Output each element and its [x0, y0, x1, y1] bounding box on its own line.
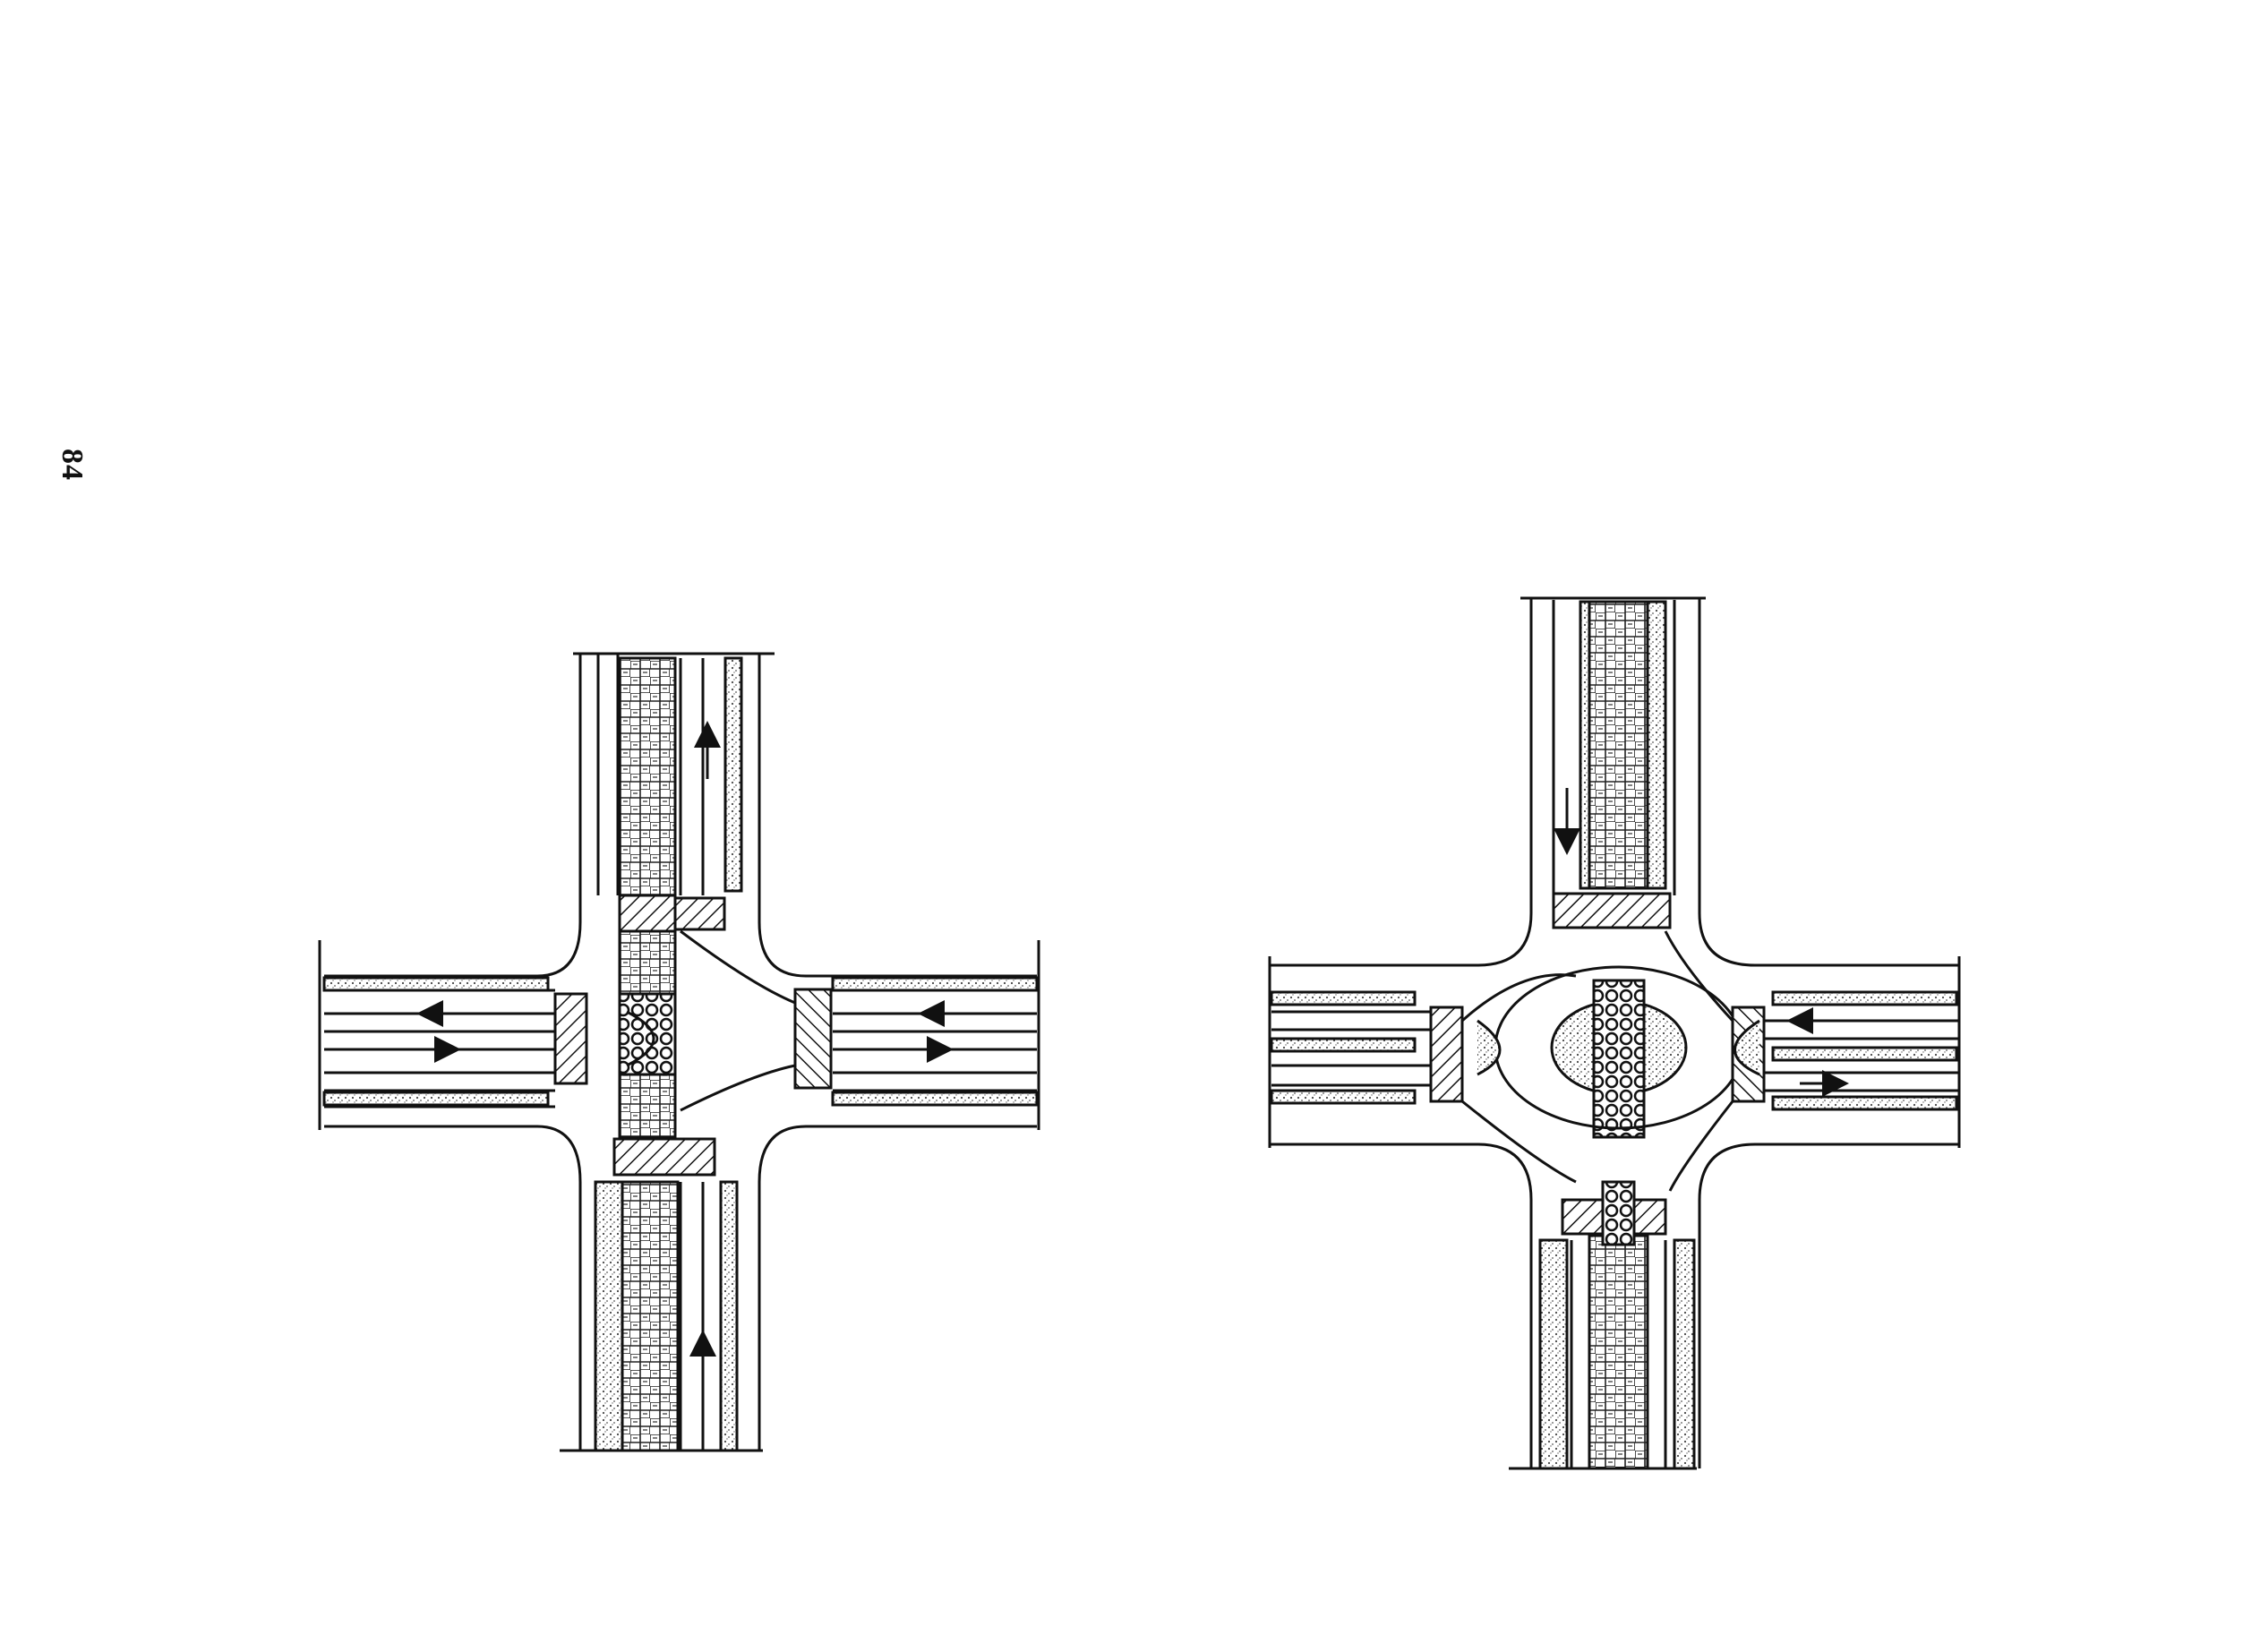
- road-edge-se: [758, 1125, 1037, 1451]
- road-edge-nw: [324, 654, 582, 978]
- road-edge-sw: [1270, 1143, 1533, 1468]
- road-edge-nw: [1270, 598, 1533, 967]
- intersection-b: [1268, 596, 1961, 1470]
- road-edge-ne: [758, 654, 1037, 978]
- intersection-a: [318, 652, 1040, 1452]
- road-edge-sw: [324, 1125, 582, 1451]
- road-edge-se: [1698, 1143, 1959, 1468]
- road-edge-ne: [1698, 598, 1959, 967]
